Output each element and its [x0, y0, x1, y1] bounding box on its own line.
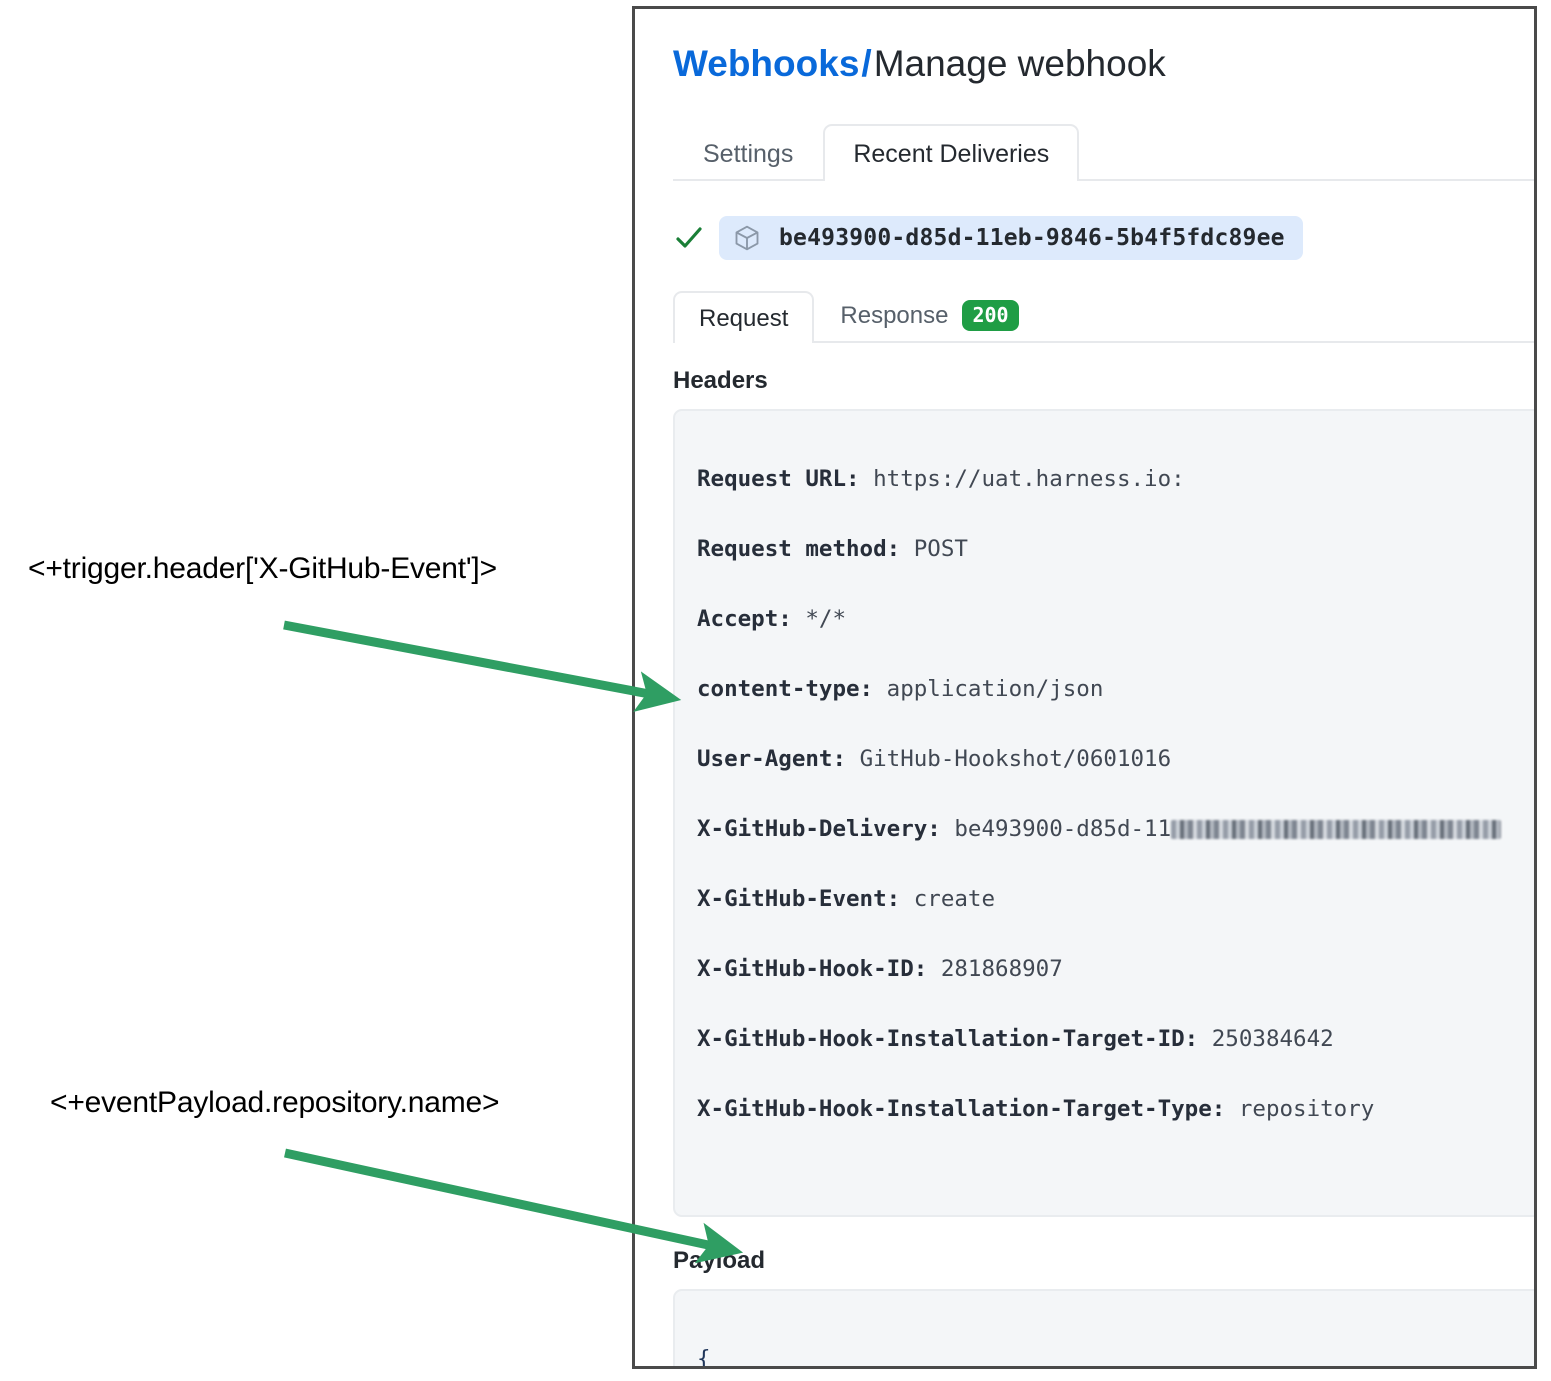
header-value: POST: [913, 536, 968, 563]
arrow-to-x-github-event: [283, 620, 682, 712]
header-value: create: [913, 886, 996, 913]
tab-recent-deliveries[interactable]: Recent Deliveries: [823, 124, 1080, 182]
cube-icon: [733, 224, 761, 252]
header-value: 281868907: [940, 956, 1063, 983]
header-value: 250384642: [1211, 1026, 1334, 1053]
header-key: User-Agent:: [697, 746, 847, 773]
delivery-id-pill[interactable]: be493900-d85d-11eb-9846-5b4f5fdc89ee: [719, 216, 1303, 261]
tab-response-label: Response: [840, 301, 949, 329]
json-line: {: [697, 1342, 1534, 1369]
headers-code-box: Request URL: https://uat.harness.io: Req…: [673, 409, 1534, 1218]
header-key: X-GitHub-Hook-Installation-Target-ID:: [697, 1026, 1199, 1053]
payload-code-box: { "ref": "-patch-7", "ref_type": "branch…: [673, 1289, 1534, 1369]
header-key: X-GitHub-Delivery:: [697, 816, 941, 843]
tab-settings[interactable]: Settings: [703, 140, 794, 169]
header-line: Request URL: https://uat.harness.io:: [697, 462, 1534, 497]
headers-section-title: Headers: [673, 367, 768, 395]
header-value: */*: [805, 606, 847, 633]
tab-request-label: Request: [699, 305, 789, 333]
delivery-detail-tabs: Request Response 200: [673, 283, 1534, 344]
header-key: content-type:: [697, 676, 874, 703]
header-line: X-GitHub-Delivery: be493900-d85d-11: [697, 812, 1534, 847]
header-value: repository: [1238, 1096, 1375, 1123]
header-key: Request URL:: [697, 466, 860, 493]
header-value: be493900-d85d-11: [954, 816, 1172, 843]
delivery-row: be493900-d85d-11eb-9846-5b4f5fdc89ee: [673, 215, 1534, 261]
breadcrumb-link-webhooks[interactable]: Webhooks: [673, 43, 860, 84]
header-line: User-Agent: GitHub-Hookshot/0601016: [697, 742, 1534, 777]
header-value: GitHub-Hookshot/0601016: [859, 746, 1172, 773]
header-key: X-GitHub-Hook-Installation-Target-Type:: [697, 1096, 1226, 1123]
header-line: X-GitHub-Hook-Installation-Target-ID: 25…: [697, 1022, 1534, 1057]
header-key: Request method:: [697, 536, 901, 563]
header-key: X-GitHub-Hook-ID:: [697, 956, 928, 983]
header-value: application/json: [886, 676, 1104, 703]
page-title: Manage webhook: [873, 43, 1166, 84]
redacted-block: [1171, 820, 1502, 840]
header-line: X-GitHub-Hook-ID: 281868907: [697, 952, 1534, 987]
check-icon: [673, 222, 705, 254]
header-line: Request method: POST: [697, 532, 1534, 567]
header-key: X-GitHub-Event:: [697, 886, 901, 913]
json-token: {: [697, 1346, 711, 1369]
header-line: Accept: */*: [697, 602, 1534, 637]
annotation-label-event-payload: <+eventPayload.repository.name>: [50, 1086, 500, 1119]
header-key: Accept:: [697, 606, 792, 633]
header-value: https://uat.harness.io:: [873, 466, 1185, 493]
status-badge: 200: [962, 300, 1019, 332]
header-line: content-type: application/json: [697, 672, 1534, 707]
tab-request[interactable]: Request: [673, 291, 815, 344]
breadcrumb-separator: /: [861, 43, 872, 84]
header-line: X-GitHub-Event: create: [697, 882, 1534, 917]
webhook-panel: Webhooks/Manage webhook Settings Recent …: [632, 6, 1537, 1369]
webhook-tabs: Settings Recent Deliveries: [673, 115, 1534, 182]
payload-section-title: Payload: [673, 1247, 766, 1275]
breadcrumb: Webhooks/Manage webhook: [673, 9, 1534, 87]
header-line: X-GitHub-Hook-Installation-Target-Type: …: [697, 1092, 1534, 1127]
annotation-label-trigger-header: <+trigger.header['X-GitHub-Event']>: [28, 552, 497, 585]
delivery-id-text: be493900-d85d-11eb-9846-5b4f5fdc89ee: [779, 225, 1285, 252]
tab-response[interactable]: Response 200: [814, 284, 1044, 343]
